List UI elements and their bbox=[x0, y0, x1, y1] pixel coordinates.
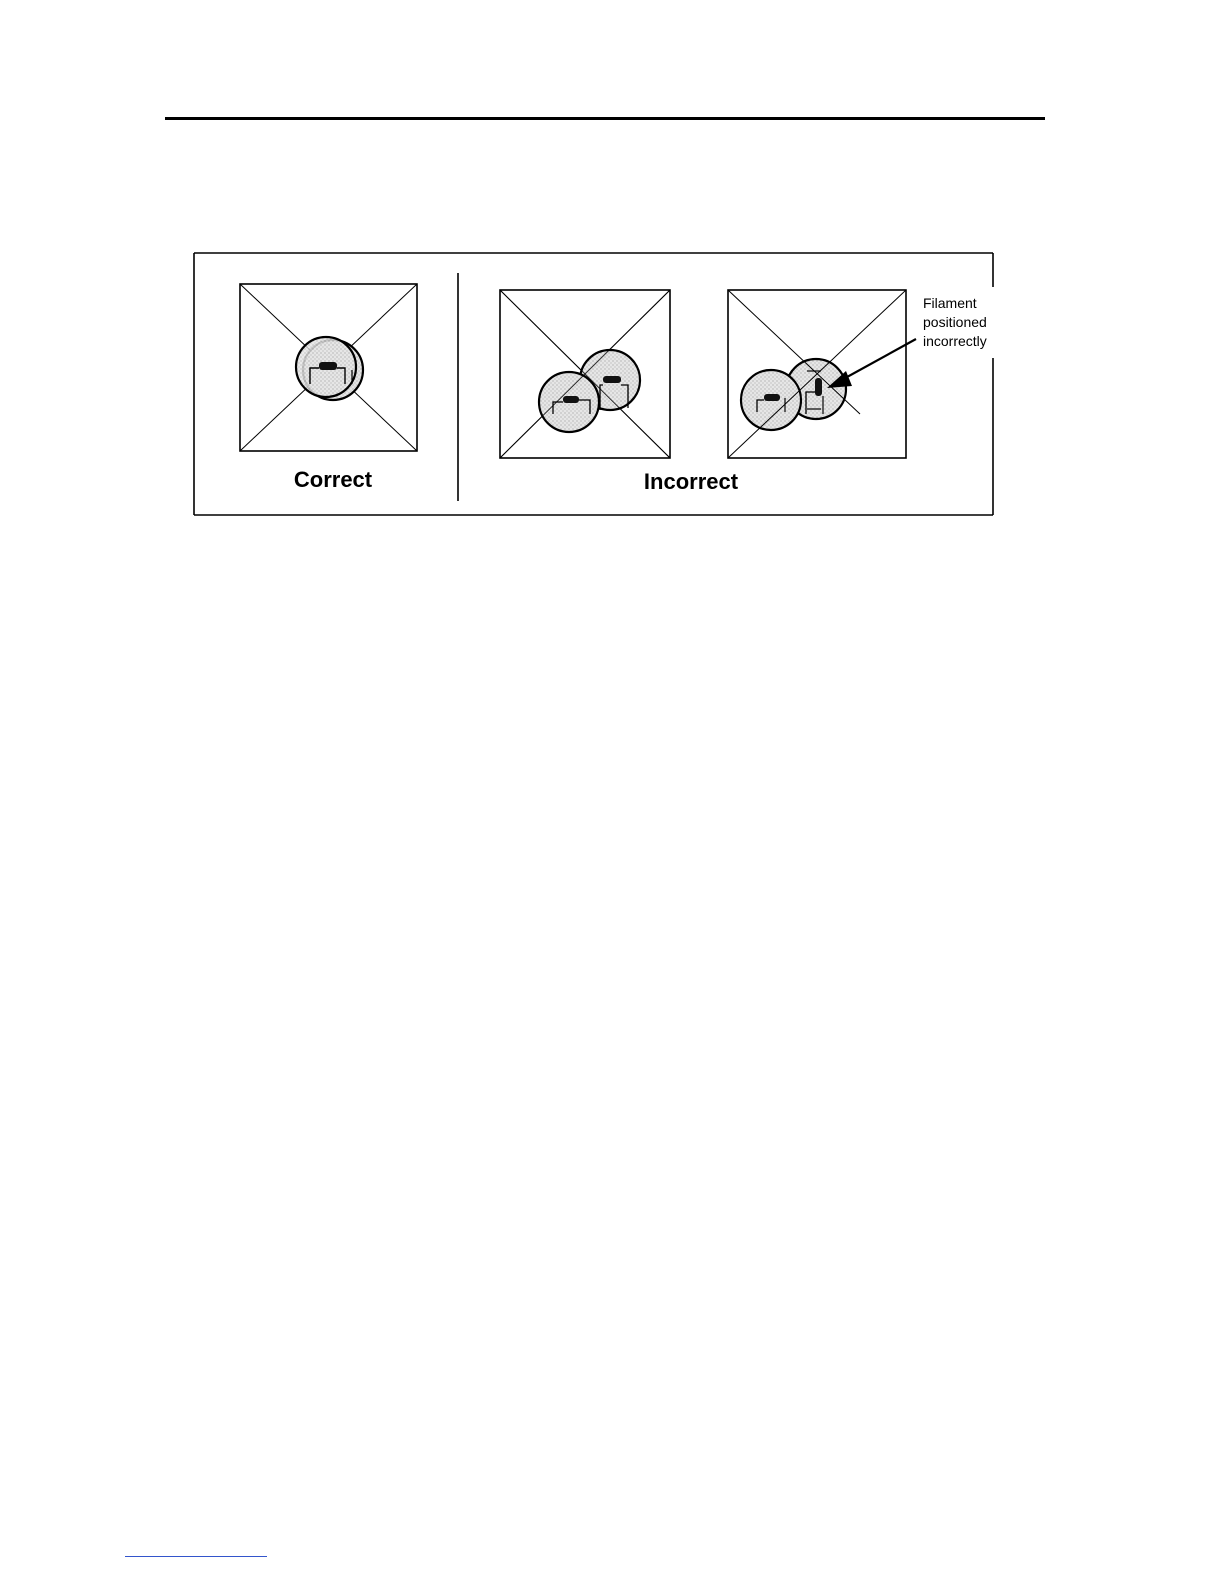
incorrect-panel-rotated bbox=[728, 290, 916, 458]
callout-line-2: positioned bbox=[923, 314, 987, 330]
lamp-image-normal-filament bbox=[741, 370, 801, 430]
callout-line-1: Filament bbox=[923, 295, 977, 311]
correct-label: Correct bbox=[294, 467, 373, 492]
lamp-image-lower bbox=[539, 372, 599, 432]
correct-panel: Correct bbox=[240, 284, 417, 492]
incorrect-label: Incorrect bbox=[644, 469, 739, 494]
lamp-image-centered bbox=[296, 337, 363, 400]
callout-text: Filament positioned incorrectly bbox=[923, 295, 987, 349]
footnote-separator bbox=[125, 1556, 267, 1557]
filament-alignment-figure: Correct Incorrect bbox=[0, 0, 1224, 600]
incorrect-panel-offset bbox=[500, 290, 670, 458]
callout-line-3: incorrectly bbox=[923, 333, 987, 349]
